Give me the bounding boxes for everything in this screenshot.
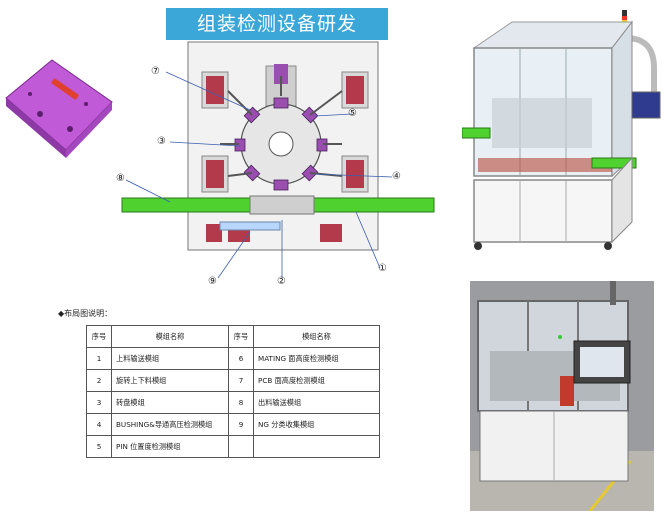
marker-1: ① [378,263,387,274]
machine-photo [470,281,654,511]
layout-diagram [121,41,435,279]
row-no [228,435,254,458]
header-no: 序号 [86,325,112,348]
legend-caption: ◆布局图说明： [58,309,113,318]
row-no: 9 [228,413,254,436]
marker-8: ⑧ [116,173,125,184]
row-no: 4 [86,413,112,436]
table-row: 5 PIN 位置度检测模组 [86,435,380,458]
table-row: 1 上料输送模组 6 MATING 面高度检测模组 [86,347,380,370]
row-no: 6 [228,347,254,370]
marker-5: ⑤ [348,108,357,119]
row-no: 8 [228,391,254,414]
marker-9: ⑨ [208,276,217,287]
row-name [253,435,380,458]
marker-3: ③ [157,136,166,147]
table-header-row: 序号 模组名称 序号 模组名称 [86,325,380,348]
row-name: PCB 面高度检测模组 [253,369,380,392]
machine-photo-drawing [470,281,654,511]
row-name: 上料输送模组 [111,347,229,370]
table-row: 3 转盘模组 8 出料输送模组 [86,391,380,414]
header-no: 序号 [228,325,254,348]
row-name: MATING 面高度检测模组 [253,347,380,370]
row-name: 旋转上下料模组 [111,369,229,392]
row-no: 5 [86,435,112,458]
machine-3d-render [462,10,661,250]
marker-7: ⑦ [151,66,160,77]
row-name: NG 分类收集模组 [253,413,380,436]
row-no: 7 [228,369,254,392]
table-row: 4 BUSHING&导通高压检测模组 9 NG 分类收集模组 [86,413,380,436]
row-name: 出料输送模组 [253,391,380,414]
row-name: PIN 位置度检测模组 [111,435,229,458]
marker-4: ④ [392,171,401,182]
row-no: 3 [86,391,112,414]
header-name: 模组名称 [111,325,229,348]
row-name: BUSHING&导通高压检测模组 [111,413,229,436]
row-name: 转盘模组 [111,391,229,414]
row-no: 2 [86,369,112,392]
row-no: 1 [86,347,112,370]
header-name: 模组名称 [253,325,380,348]
table-row: 2 旋转上下料模组 7 PCB 面高度检测模组 [86,369,380,392]
marker-2: ② [277,276,286,287]
module-legend-table: 序号 模组名称 序号 模组名称 1 上料输送模组 6 MATING 面高度检测模… [86,325,380,458]
part-3d-render [5,59,113,158]
page-title: 组装检测设备研发 [166,8,388,40]
